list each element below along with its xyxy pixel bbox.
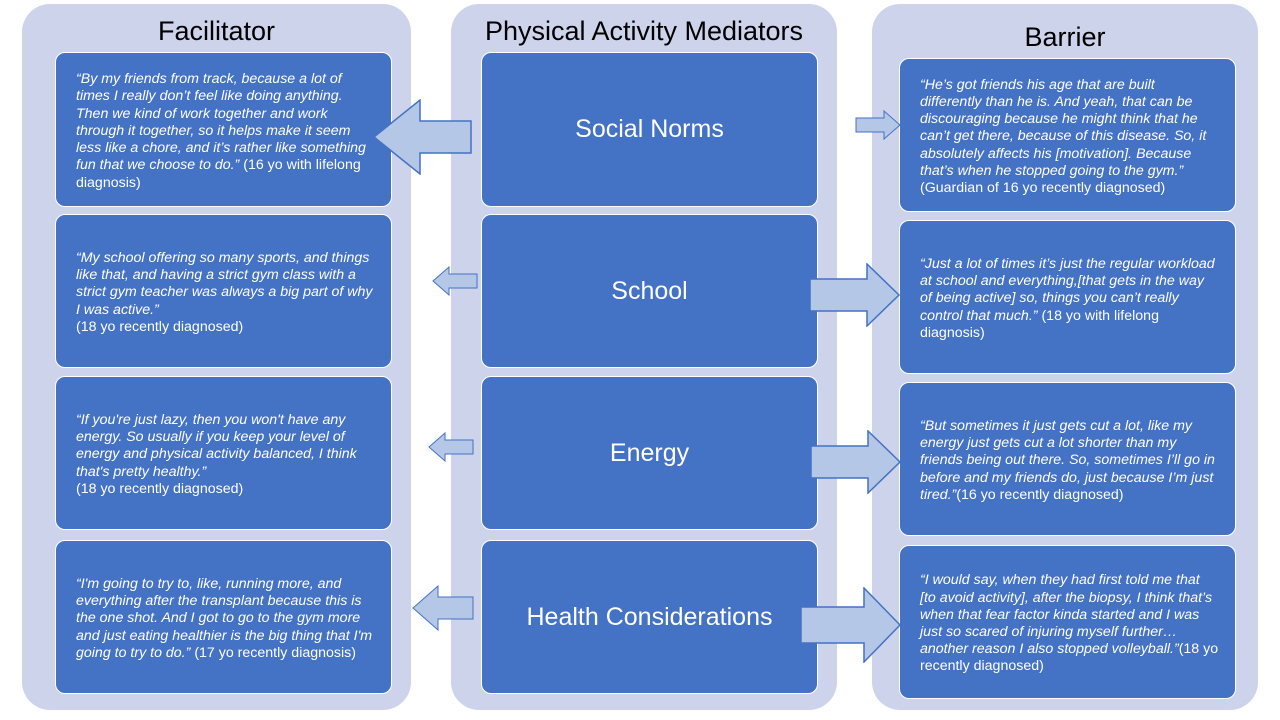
arrow-left-health <box>412 585 474 631</box>
quote-text: “If you're just lazy, then you won't hav… <box>76 411 357 480</box>
barrier-quote-health: “I would say, when they had first told m… <box>899 545 1236 699</box>
quote-text: “I would say, when they had first told m… <box>920 572 1213 658</box>
quote-text: “My school offering so many sports, and … <box>76 249 373 318</box>
mediator-school: School <box>481 214 818 368</box>
quote-text: “By my friends from track, because a lot… <box>76 71 366 174</box>
facilitator-quote-social-norms: “By my friends from track, because a lot… <box>55 52 392 207</box>
quote-text: “I'm going to try to, like, running more… <box>76 575 373 661</box>
barrier-quote-energy: “But sometimes it just gets cut a lot, l… <box>899 382 1236 536</box>
quote-source: (18 yo recently diagnosed) <box>76 318 244 335</box>
quote-source: (16 yo recently diagnosed) <box>956 486 1124 503</box>
quote-text: “Just a lot of times it’s just the regul… <box>920 255 1215 324</box>
mediator-social-norms: Social Norms <box>481 52 818 207</box>
arrow-left-energy <box>428 432 474 462</box>
facilitator-quote-school: “My school offering so many sports, and … <box>55 214 392 368</box>
quote-source: (18 yo recently diagnosed) <box>76 480 244 497</box>
arrow-right-social-norms <box>855 110 901 140</box>
arrow-left-social-norms <box>373 99 472 175</box>
mediator-health-considerations: Health Considerations <box>481 540 818 694</box>
mediators-title: Physical Activity Mediators <box>484 16 804 46</box>
facilitator-quote-energy: “If you're just lazy, then you won't hav… <box>55 376 392 530</box>
quote-text: “He’s got friends his age that are built… <box>920 76 1207 179</box>
quote-source: (18 yo recently diagnosed) <box>920 641 1219 675</box>
quote-source: (18 yo with lifelong diagnosis) <box>920 307 1159 341</box>
quote-source: (17 yo recently diagnosis) <box>194 644 356 661</box>
arrow-right-energy <box>810 430 902 494</box>
arrow-right-school <box>809 263 901 327</box>
facilitator-title: Facilitator <box>157 16 276 46</box>
mediator-energy: Energy <box>481 376 818 530</box>
arrow-left-school <box>432 266 478 296</box>
quote-source: (Guardian of 16 yo recently diagnosed) <box>920 180 1166 196</box>
arrow-right-health <box>800 587 902 663</box>
facilitator-quote-health: “I'm going to try to, like, running more… <box>55 540 392 694</box>
barrier-title: Barrier <box>1024 22 1106 52</box>
barrier-quote-social-norms: “He’s got friends his age that are built… <box>899 58 1236 212</box>
barrier-quote-school: “Just a lot of times it’s just the regul… <box>899 220 1236 374</box>
quote-text: “But sometimes it just gets cut a lot, l… <box>920 417 1215 503</box>
quote-source: (16 yo with lifelong diagnosis) <box>76 157 361 191</box>
